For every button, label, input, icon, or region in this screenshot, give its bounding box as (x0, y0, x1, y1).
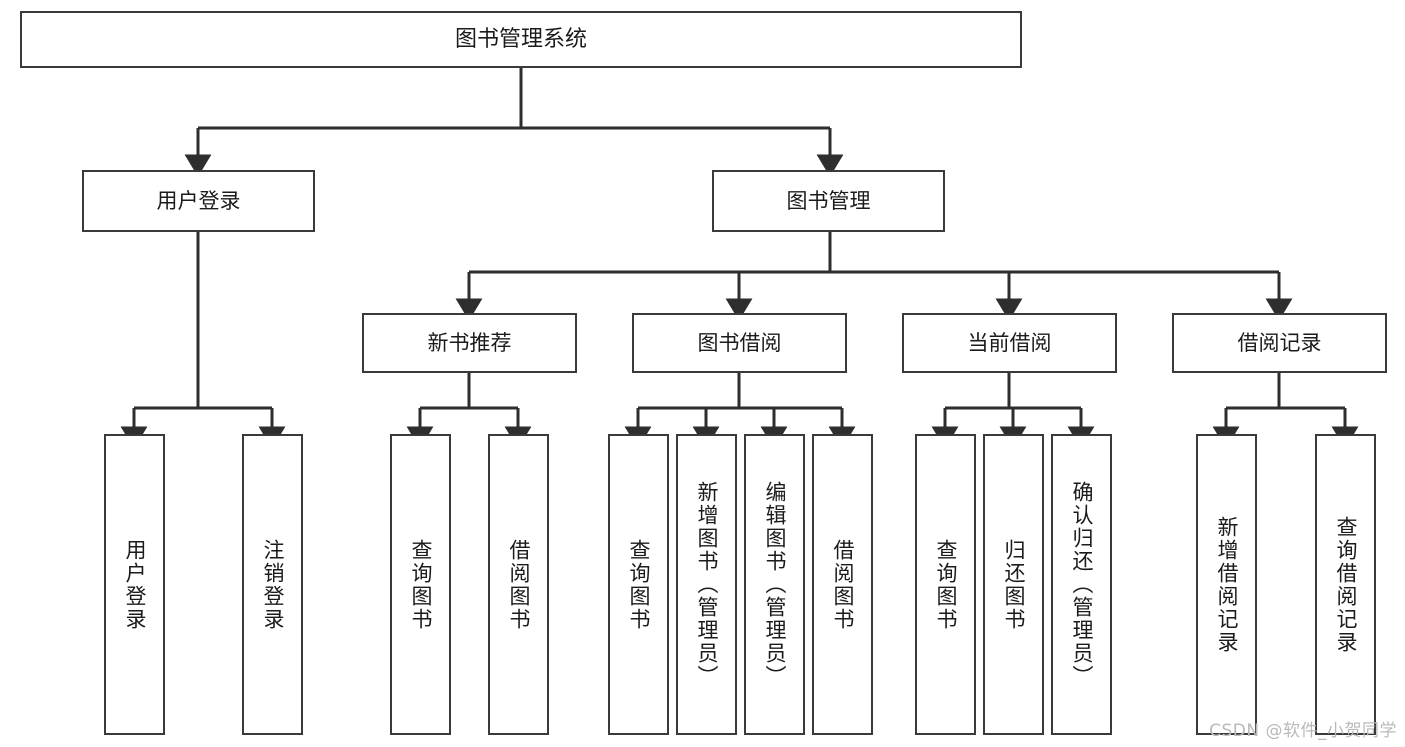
watermark-text: CSDN @软件_小贺同学 (1209, 721, 1397, 741)
leaf-borrow-records-query-record[interactable]: 查询借阅记录 (1315, 434, 1376, 735)
leaf-new-book-borrow-book[interactable]: 借阅图书 (488, 434, 549, 735)
leaf-new-book-query-book[interactable]: 查询图书 (390, 434, 451, 735)
node-label: 归还图书 (1002, 538, 1026, 631)
node-label: 注销登录 (261, 538, 285, 631)
node-label: 确认归还（管理员） (1070, 481, 1094, 688)
node-label: 查询图书 (409, 538, 433, 631)
node-label: 用户登录 (123, 538, 147, 631)
node-label: 借阅图书 (831, 538, 855, 631)
leaf-book-borrow-add-book-admin[interactable]: 新增图书（管理员） (676, 434, 737, 735)
leaf-user-login-login[interactable]: 用户登录 (104, 434, 165, 735)
leaf-book-borrow-query-book[interactable]: 查询图书 (608, 434, 669, 735)
node-label: 查询图书 (934, 538, 958, 631)
node-label: 编辑图书（管理员） (763, 481, 787, 688)
node-label: 图书借阅 (697, 330, 782, 355)
node-new-book-recommend[interactable]: 新书推荐 (362, 313, 577, 373)
node-label: 查询借阅记录 (1334, 515, 1358, 654)
node-label: 用户登录 (156, 188, 241, 213)
node-label: 图书管理 (786, 188, 871, 213)
leaf-borrow-records-add-record[interactable]: 新增借阅记录 (1196, 434, 1257, 735)
leaf-book-borrow-borrow-book[interactable]: 借阅图书 (812, 434, 873, 735)
node-book-borrow[interactable]: 图书借阅 (632, 313, 847, 373)
node-label: 查询图书 (627, 538, 651, 631)
node-book-management[interactable]: 图书管理 (712, 170, 945, 232)
node-label: 新书推荐 (427, 330, 512, 355)
node-user-login[interactable]: 用户登录 (82, 170, 315, 232)
node-label: 借阅图书 (507, 538, 531, 631)
node-borrow-records[interactable]: 借阅记录 (1172, 313, 1387, 373)
node-label: 借阅记录 (1237, 330, 1322, 355)
node-label: 图书管理系统 (454, 26, 587, 52)
leaf-user-login-logout[interactable]: 注销登录 (242, 434, 303, 735)
node-current-borrow[interactable]: 当前借阅 (902, 313, 1117, 373)
leaf-current-borrow-return-book[interactable]: 归还图书 (983, 434, 1044, 735)
leaf-current-borrow-confirm-return-admin[interactable]: 确认归还（管理员） (1051, 434, 1112, 735)
leaf-book-borrow-edit-book-admin[interactable]: 编辑图书（管理员） (744, 434, 805, 735)
node-label: 当前借阅 (967, 330, 1052, 355)
node-label: 新增图书（管理员） (695, 481, 719, 688)
leaf-current-borrow-query-book[interactable]: 查询图书 (915, 434, 976, 735)
node-label: 新增借阅记录 (1215, 515, 1239, 654)
node-root-book-management-system[interactable]: 图书管理系统 (20, 11, 1022, 68)
